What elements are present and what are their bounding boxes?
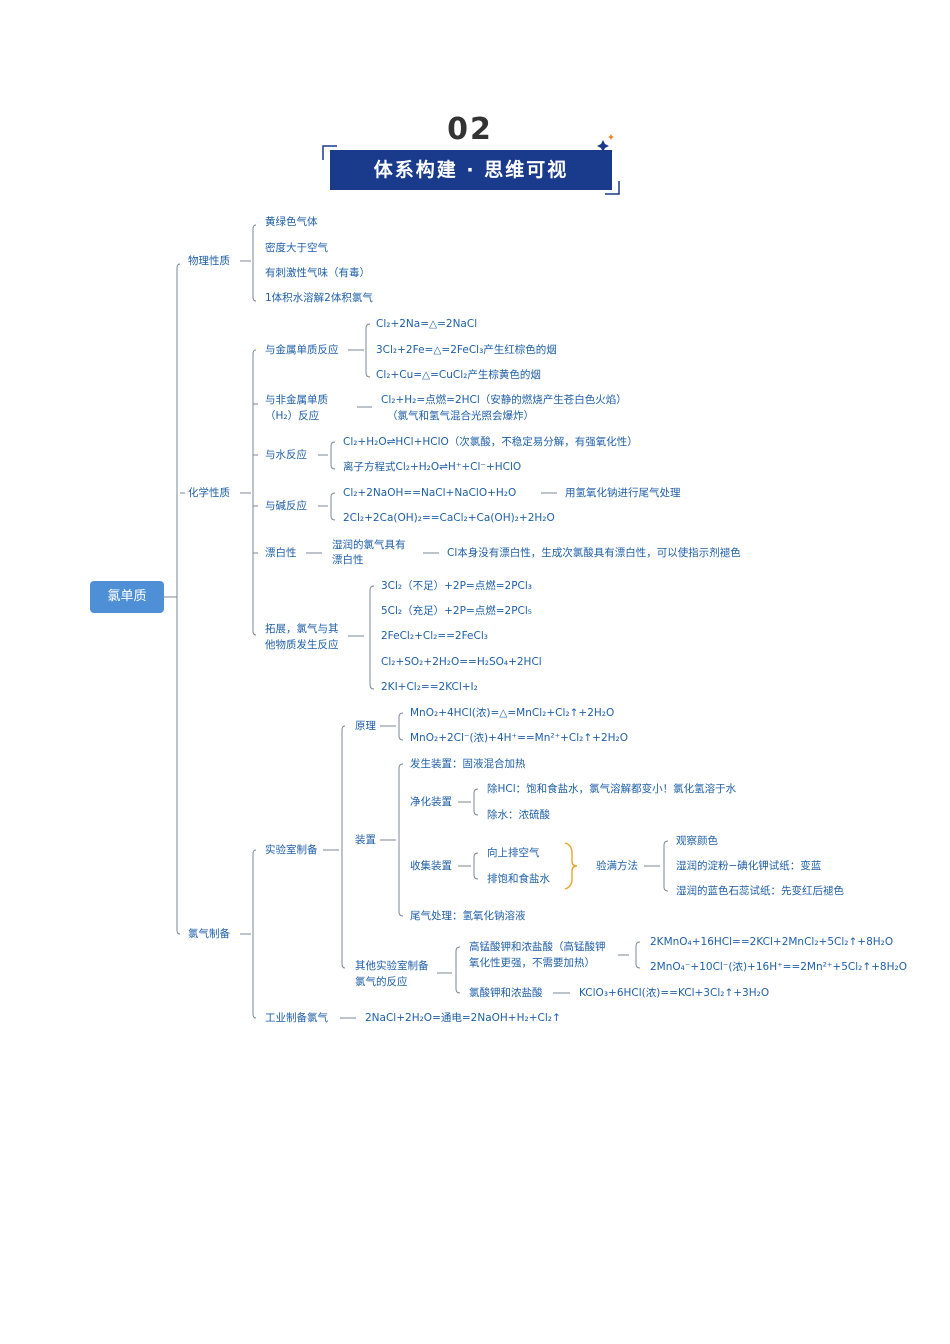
node-industrial: 工业制备氯气 — [265, 1012, 328, 1024]
kmno4-label-line2: 氧化性更强，不需要加热） — [469, 957, 595, 969]
kclo3-label: 氯酸钾和浓盐酸 — [469, 987, 543, 999]
kmno4-equation: 2KMnO₄+16HCl==2KCl+2MnCl₂+5Cl₂↑+8H₂O — [650, 936, 894, 948]
metal-equation: Cl₂+Cu=△=CuCl₂产生棕黄色的烟 — [376, 369, 541, 381]
nonmetal-equation: Cl₂+H₂=点燃=2HCl（安静的燃烧产生苍白色火焰） — [381, 394, 627, 406]
alkali-equation: Cl₂+2NaOH==NaCl+NaClO+H₂O — [343, 487, 517, 499]
extend-equation: Cl₂+SO₂+2H₂O==H₂SO₄+2HCl — [381, 656, 542, 668]
kmno4-label: 高锰酸钾和浓盐酸（高锰酸钾 — [469, 941, 606, 953]
node-alkali-reaction: 与碱反应 — [265, 500, 307, 512]
node-extend-line2: 他物质发生反应 — [265, 639, 339, 651]
kclo3-equation: KClO₃+6HCl(浓)==KCl+3Cl₂↑+3H₂O — [579, 987, 770, 999]
industrial-equation: 2NaCl+2H₂O=通电=2NaOH+H₂+Cl₂↑ — [365, 1012, 561, 1024]
principle-equation: MnO₂+4HCl(浓)=△=MnCl₂+Cl₂↑+2H₂O — [410, 707, 615, 719]
node-preparation: 氯气制备 — [188, 928, 230, 940]
node-other-methods: 其他实验室制备 — [355, 960, 429, 972]
node-bleach: 漂白性 — [265, 547, 297, 559]
extend-equation: 2FeCl₂+Cl₂==2FeCl₃ — [381, 630, 488, 642]
physical-item: 密度大于空气 — [265, 242, 328, 254]
physical-item: 有刺激性气味（有毒） — [265, 267, 370, 279]
node-principle: 原理 — [355, 720, 376, 732]
check-item: 观察颜色 — [676, 835, 718, 847]
nonmetal-equation-note: （氯气和氢气混合光照会爆炸） — [387, 410, 534, 422]
collect-item: 排饱和食盐水 — [487, 873, 550, 885]
principle-equation: MnO₂+2Cl⁻(浓)+4H⁺==Mn²⁺+Cl₂↑+2H₂O — [410, 732, 629, 744]
node-apparatus: 装置 — [355, 834, 376, 846]
check-item: 湿润的淀粉−碘化钾试纸：变蓝 — [676, 860, 822, 872]
node-nonmetal-reaction-line2: （H₂）反应 — [265, 410, 320, 422]
root-node: 氯单质 — [90, 581, 164, 613]
alkali-note: 用氢氧化钠进行尾气处理 — [565, 487, 681, 499]
node-check-method: 验满方法 — [596, 860, 638, 872]
bleach-sub-line2: 漂白性 — [332, 554, 364, 566]
sparkle-icon — [597, 134, 614, 152]
metal-equation: Cl₂+2Na=△=2NaCl — [376, 318, 478, 330]
node-collect: 收集装置 — [410, 860, 452, 872]
water-equation: 离子方程式Cl₂+H₂O⇌H⁺+Cl⁻+HClO — [343, 461, 522, 473]
water-equation: Cl₂+H₂O⇌HCl+HClO（次氯酸，不稳定易分解，有强氧化性） — [343, 436, 638, 448]
extend-equation: 3Cl₂（不足）+2P=点燃=2PCl₃ — [381, 580, 533, 592]
node-nonmetal-reaction: 与非金属单质 — [265, 394, 328, 406]
apparatus-tail: 尾气处理：氢氧化钠溶液 — [410, 910, 526, 922]
collect-item: 向上排空气 — [487, 847, 540, 859]
bleach-sub: 湿润的氯气具有 — [332, 539, 406, 551]
extend-equation: 2KI+Cl₂==2KCl+I₂ — [381, 681, 478, 693]
apparatus-generator: 发生装置：固液混合加热 — [410, 758, 526, 770]
node-water-reaction: 与水反应 — [265, 449, 307, 461]
alkali-equation: 2Cl₂+2Ca(OH)₂==CaCl₂+Ca(OH)₂+2H₂O — [343, 512, 555, 524]
metal-equation: 3Cl₂+2Fe=△=2FeCl₃产生红棕色的烟 — [376, 344, 557, 356]
node-purify: 净化装置 — [410, 796, 452, 808]
banner-frame — [322, 145, 620, 195]
kmno4-equation: 2MnO₄⁻+10Cl⁻(浓)+16H⁺==2Mn²⁺+5Cl₂↑+8H₂O — [650, 961, 907, 973]
bleach-note: Cl本身没有漂白性，生成次氯酸具有漂白性，可以使指示剂褪色 — [447, 547, 741, 559]
node-physical: 物理性质 — [188, 255, 230, 267]
node-metal-reaction: 与金属单质反应 — [265, 344, 339, 356]
node-chemical: 化学性质 — [188, 487, 230, 499]
purify-item: 除HCl：饱和食盐水，氯气溶解都变小！氯化氢溶于水 — [487, 783, 737, 795]
check-item: 湿润的蓝色石蕊试纸：先变红后褪色 — [676, 885, 844, 897]
node-extend: 拓展，氯气与其 — [265, 623, 339, 635]
physical-item: 1体积水溶解2体积氯气 — [265, 292, 373, 304]
purify-item: 除水：浓硫酸 — [487, 809, 550, 821]
node-other-methods-line2: 氯气的反应 — [355, 976, 408, 988]
extend-equation: 5Cl₂（充足）+2P=点燃=2PCl₅ — [381, 605, 533, 617]
section-title: 体系构建 · 思维可视 — [330, 150, 612, 190]
physical-item: 黄绿色气体 — [265, 216, 318, 228]
node-lab-preparation: 实验室制备 — [265, 844, 318, 856]
section-number: 02 — [447, 112, 493, 147]
